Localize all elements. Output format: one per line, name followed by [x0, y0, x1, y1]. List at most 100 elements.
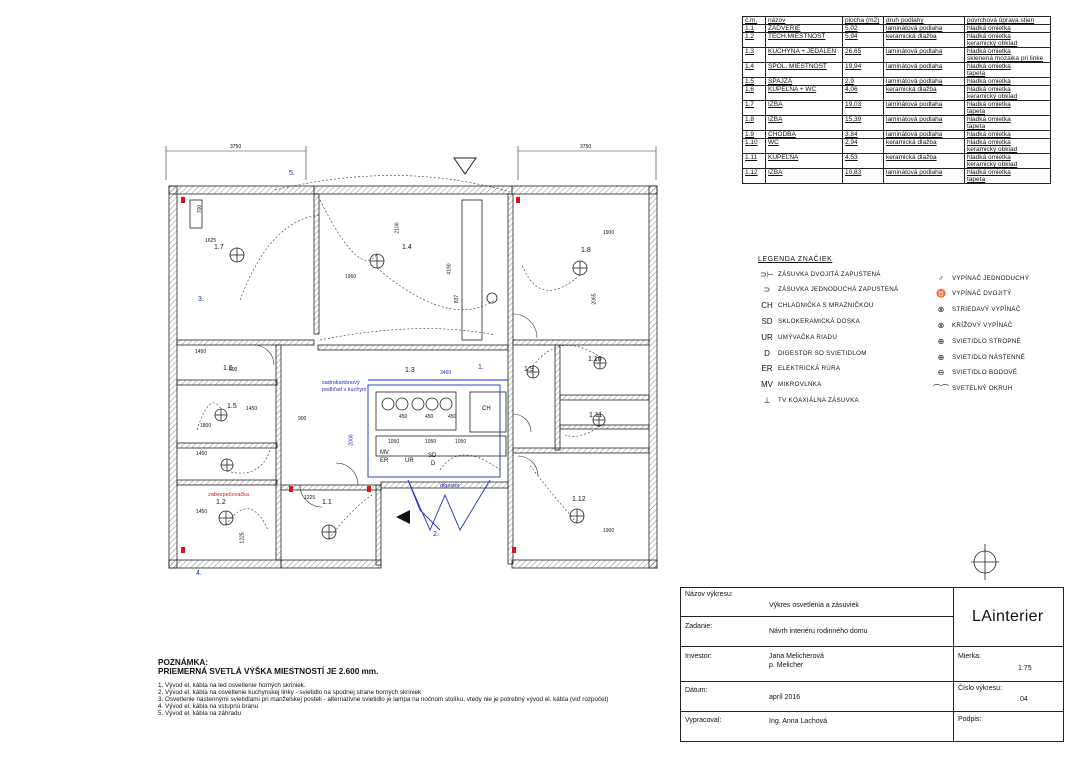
tb-row-investor: Investor: Jana Melicherová p. Melicher: [681, 647, 953, 682]
room-cell: SPOL. MIESTNOSŤ: [765, 62, 843, 78]
room-cell: IZBA: [765, 115, 843, 131]
tb-cislo-cell: Číslo výkresu: 04: [953, 682, 1063, 712]
room-cell: 1.10: [742, 138, 766, 154]
room-cell: 4,06: [842, 85, 884, 101]
room-cell: 1.3: [742, 47, 766, 63]
dim-1960: 1960: [345, 274, 357, 280]
legend-item: ⊃ ZÁSUVKA JEDNODUCHÁ ZAPUSTENÁ: [756, 284, 899, 296]
room-cell: ZÁDVERIE: [765, 24, 843, 33]
dim-top-right: 3750: [580, 144, 591, 150]
legend-item: ♉VYPÍNAČ DVOJITÝ: [930, 288, 1012, 300]
room-cell: laminátová podlaha: [883, 77, 965, 86]
tb-row-vypracoval: Vypracoval: Ing. Anna Lachová: [681, 712, 953, 741]
room-cell: CHODBA: [765, 130, 843, 139]
room-table-header: č.m. názov plocha (m2) druh podlahy povr…: [742, 16, 1051, 25]
room-cell: keramická dlažba: [883, 138, 965, 154]
section-arrow: [396, 510, 410, 524]
door-swings: [253, 313, 539, 508]
marker-1: 1.: [478, 364, 484, 371]
room-cell-walls: hladká omietka: [964, 77, 1051, 86]
room-cell: 1.2: [742, 32, 766, 48]
dim-900: 900: [298, 416, 307, 422]
col-cm: č.m.: [742, 16, 766, 25]
legend-symbol-icon: ♂: [938, 273, 944, 283]
room-cell: KUCHYŇA + JEDÁLEŇ: [765, 47, 843, 63]
marker-2: 2.: [433, 531, 439, 538]
legend-text: SVETELNÝ OKRUH: [952, 385, 1013, 393]
dim-1050-a: 1050: [388, 439, 400, 445]
legend-item: ⌒⌒SVETELNÝ OKRUH: [930, 383, 1013, 395]
dim-450-a: 450: [399, 414, 408, 420]
dim-1225: 1225: [304, 495, 316, 501]
legend-symbol-icon: MV: [761, 380, 773, 390]
tb-brand-cell: LAinterier: [953, 588, 1063, 647]
room-1-4: 1.4: [402, 244, 412, 251]
dim-700: 700: [197, 204, 204, 214]
notes-heading: POZNÁMKA:: [158, 658, 209, 667]
note-item: 4. Vývod el. kábla na vstupnú bránu: [158, 703, 259, 710]
legend-text: DIGESTOR SO SVIETIDLOM: [778, 349, 867, 357]
legend-symbol-icon: ⊕: [937, 352, 945, 362]
ceiling-lights: [214, 247, 999, 580]
dim-2065: 2065: [591, 293, 598, 305]
room-1-1: 1.1: [322, 499, 332, 506]
legend-item: ⊕ SVIETIDLO NÁSTENNÉ: [930, 351, 1025, 363]
legend-text: SVIETIDLO BODOVÉ: [952, 369, 1018, 377]
legend-symbol-icon: ⊃: [763, 285, 771, 295]
col-steny: povrchová úprava stien: [964, 16, 1051, 25]
dim-2000: 2000: [348, 434, 355, 446]
dim-3460: 3460: [440, 370, 452, 376]
tb-podpis-cell: Podpis:: [953, 712, 1063, 741]
dim-1800: 1800: [200, 423, 212, 429]
room-cell: laminátová podlaha: [883, 100, 965, 116]
dim-1450-a: 1450: [195, 349, 207, 355]
dim-1625: 1625: [205, 238, 217, 244]
dim-4190: 4190: [446, 263, 453, 275]
room-cell: 2,9: [842, 77, 884, 86]
tb-nazov-label: Názov výkresu:: [685, 591, 733, 598]
room-cell-walls: hladká omietka: [964, 130, 1051, 139]
notes: POZNÁMKA: PRIEMERNÁ SVETLÁ VÝŠKA MIESTNO…: [158, 658, 678, 717]
digestor-note: digestor: [440, 483, 460, 489]
legend-item: ♂VYPÍNAČ JEDNODUCHÝ: [930, 272, 1029, 284]
alarm-note: zabezpečovačka: [208, 492, 249, 498]
legend-text: SVIETIDLO NÁSTENNÉ: [952, 353, 1026, 361]
room-cell: WC: [765, 138, 843, 154]
legend-text: ZÁSUVKA JEDNODUCHÁ ZAPUSTENÁ: [778, 286, 899, 294]
tb-row-datum: Dátum: apríl 2016: [681, 682, 953, 712]
tb-datum-value: apríl 2016: [769, 694, 801, 701]
dim-1225-b: 1225: [239, 532, 246, 544]
room-1-12: 1.12: [572, 496, 586, 503]
room-cell: 2,94: [842, 138, 884, 154]
legend-item: ⊥TV KOAXIÁLNA ZÁSUVKA: [756, 394, 859, 406]
room-cell: keramická dlažba: [883, 153, 965, 169]
room-cell: 15,39: [842, 115, 884, 131]
legend-text: SKLOKERAMICKÁ DOSKA: [778, 317, 861, 325]
note-item: 5. Vývod el. kábla na záhradu: [158, 710, 241, 717]
tb-zadanie-label: Zadanie:: [685, 623, 713, 630]
soffit-note-2: podhľad v kuchyni: [322, 387, 367, 393]
room-1-6: 1.6: [223, 365, 233, 372]
room-cell: 1.5: [742, 77, 766, 86]
legend-symbol-icon: CH: [761, 301, 773, 311]
legend-symbol-icon: ⊃⊢: [760, 269, 774, 279]
room-cell: 26,65: [842, 47, 884, 63]
